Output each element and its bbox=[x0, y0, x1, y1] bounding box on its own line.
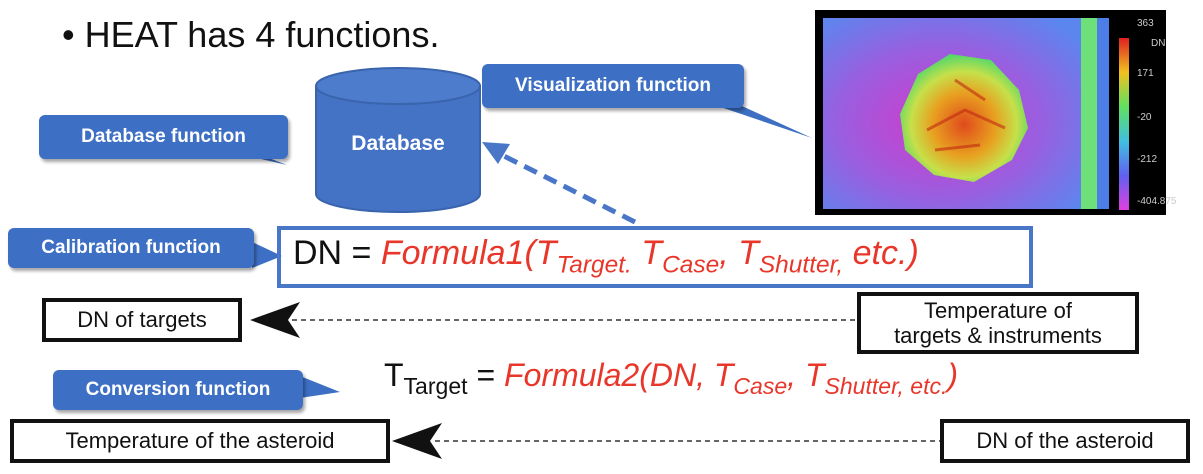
arrow-head-dn-targets bbox=[250, 302, 300, 338]
colorbar bbox=[1119, 38, 1129, 210]
asteroid-texture bbox=[926, 78, 1006, 152]
thermal-image bbox=[823, 18, 1129, 210]
bullet-heat-functions: • HEAT has 4 functions. bbox=[62, 14, 440, 55]
colorbar-tick: 363 bbox=[1137, 18, 1154, 29]
callout-pointer-calibration bbox=[252, 242, 282, 268]
thermal-image-panel: 363 DN 171 -20 -212 -404.875 bbox=[815, 10, 1176, 215]
arrow-head-database bbox=[482, 142, 510, 164]
formula1: DN = Formula1(TTarget. TCase, TShutter, … bbox=[293, 234, 919, 280]
box-dn-of-targets: DN of targets bbox=[42, 298, 242, 342]
colorbar-unit: DN bbox=[1151, 38, 1166, 49]
colorbar-tick: 171 bbox=[1137, 68, 1154, 79]
arrow-head-temp-asteroid bbox=[392, 423, 442, 459]
dashed-arrow-to-database bbox=[498, 151, 637, 225]
callout-database-function: Database function bbox=[39, 115, 288, 159]
colorbar-tick: -212 bbox=[1137, 154, 1158, 165]
colorbar-tick: -20 bbox=[1137, 112, 1152, 123]
thermal-edge-strip-2 bbox=[1097, 18, 1109, 209]
formula1-box: DN = Formula1(TTarget. TCase, TShutter, … bbox=[277, 226, 1033, 288]
callout-pointer-conversion bbox=[300, 376, 340, 398]
database-label: Database bbox=[351, 132, 445, 155]
formula2: TTarget = Formula2(DN, TCase, TShutter, … bbox=[384, 357, 959, 400]
callout-visualization-function: Visualization function bbox=[482, 64, 744, 108]
database-cylinder bbox=[315, 67, 481, 213]
box-temperature-of-asteroid: Temperature of the asteroid bbox=[10, 419, 390, 463]
box-temperature-of-targets: Temperature of targets & instruments bbox=[857, 292, 1139, 354]
formula1-lhs: DN = bbox=[293, 234, 381, 273]
callout-calibration-function: Calibration function bbox=[8, 228, 254, 268]
colorbar-tick: -404.875 bbox=[1137, 196, 1177, 207]
asteroid-shape bbox=[900, 54, 1028, 182]
formula1-rhs: Formula1(TTarget. TCase, TShutter, etc.) bbox=[380, 234, 919, 279]
temp-targets-line2: targets & instruments bbox=[894, 323, 1102, 348]
thermal-edge-strip bbox=[1081, 18, 1097, 209]
callout-conversion-function: Conversion function bbox=[53, 370, 303, 410]
box-dn-of-asteroid: DN of the asteroid bbox=[940, 419, 1190, 463]
temp-targets-line1: Temperature of bbox=[924, 297, 1072, 323]
formula2-rhs: Formula2(DN, TCase, TShutter, etc.) bbox=[504, 357, 959, 400]
